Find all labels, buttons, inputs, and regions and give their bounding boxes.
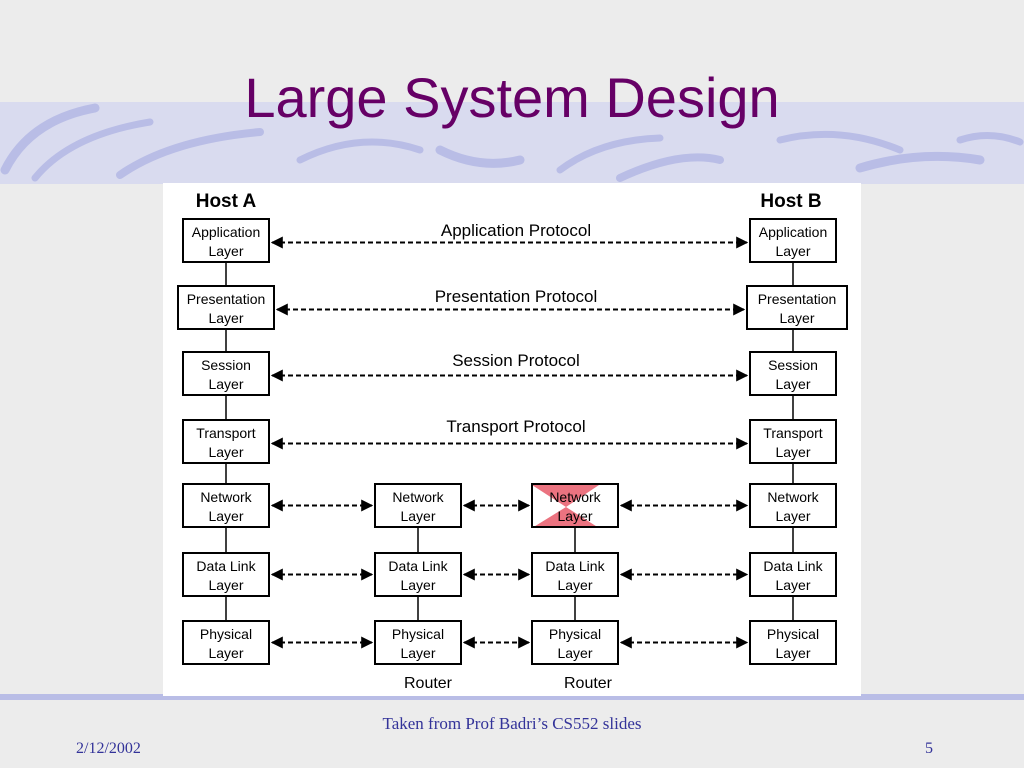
presentation-protocol-label: Presentation Protocol	[435, 287, 598, 306]
session-protocol-label: Session Protocol	[452, 351, 580, 370]
router-2-label: Router	[564, 675, 613, 692]
layer-word-text: Layer	[208, 243, 243, 259]
layer-word-text: Layer	[775, 376, 810, 392]
layer-name-text: Network	[200, 489, 252, 505]
router-1-label: Router	[404, 675, 453, 692]
layer-word-text: Layer	[779, 310, 814, 326]
layer-box-frame	[749, 483, 837, 528]
host-b-label: Host B	[760, 191, 821, 212]
layer-box-frame	[531, 483, 619, 528]
diagram-canvas: ApplicationLayerApplicationLayerPresenta…	[177, 191, 848, 692]
layer-name-text: Presentation	[187, 291, 266, 307]
layer-name-text: Physical	[767, 626, 819, 642]
layer-box-frame	[749, 351, 837, 396]
host-a-label: Host A	[196, 191, 257, 212]
layer-word-text: Layer	[775, 577, 810, 593]
layer-box-frame	[182, 419, 270, 464]
layer-box-frame	[749, 218, 837, 263]
layer-name-text: Session	[201, 357, 251, 373]
layer-word-text: Layer	[557, 645, 592, 661]
layer-name-text: Transport	[196, 425, 256, 441]
layer-name-text: Data Link	[388, 558, 448, 574]
layer-name-text: Physical	[392, 626, 444, 642]
layer-word-text: Layer	[557, 508, 592, 524]
layer-box-frame	[749, 620, 837, 665]
slide-source-note: Taken from Prof Badri’s CS552 slides	[382, 714, 642, 733]
layer-word-text: Layer	[400, 577, 435, 593]
layer-box-frame	[531, 552, 619, 597]
layer-name-text: Network	[767, 489, 819, 505]
layer-box-frame	[374, 483, 462, 528]
slide-page-number: 5	[925, 740, 933, 757]
layer-boxes: ApplicationLayerApplicationLayerPresenta…	[177, 218, 848, 665]
layer-name-text: Application	[759, 224, 828, 240]
layer-word-text: Layer	[400, 508, 435, 524]
layer-word-text: Layer	[208, 310, 243, 326]
connector-lines	[225, 236, 794, 649]
layer-name-text: Session	[768, 357, 818, 373]
slide-date: 2/12/2002	[76, 740, 141, 757]
layer-box-frame	[374, 620, 462, 665]
layer-name-text: Data Link	[545, 558, 605, 574]
layer-word-text: Layer	[557, 577, 592, 593]
layer-name-text: Network	[392, 489, 444, 505]
slide-title: Large System Design	[244, 66, 780, 129]
layer-name-text: Network	[549, 489, 601, 505]
layer-box-frame	[177, 285, 275, 330]
layer-box-frame	[374, 552, 462, 597]
layer-name-text: Physical	[549, 626, 601, 642]
layer-name-text: Transport	[763, 425, 823, 441]
layer-word-text: Layer	[208, 577, 243, 593]
layer-box-frame	[182, 351, 270, 396]
layer-word-text: Layer	[208, 645, 243, 661]
layer-name-text: Application	[192, 224, 261, 240]
layer-box-frame	[531, 620, 619, 665]
layer-word-text: Layer	[400, 645, 435, 661]
layer-name-text: Data Link	[196, 558, 256, 574]
layer-box-frame	[746, 285, 848, 330]
layer-name-text: Physical	[200, 626, 252, 642]
layer-box-frame	[182, 218, 270, 263]
layer-box-frame	[749, 552, 837, 597]
layer-box-frame	[182, 483, 270, 528]
layer-word-text: Layer	[208, 376, 243, 392]
layer-box-frame	[749, 419, 837, 464]
layer-box-frame	[182, 620, 270, 665]
layer-name-text: Data Link	[763, 558, 823, 574]
router-discard-mark	[532, 485, 599, 528]
layer-word-text: Layer	[208, 444, 243, 460]
layer-word-text: Layer	[208, 508, 243, 524]
layer-word-text: Layer	[775, 508, 810, 524]
application-protocol-label: Application Protocol	[441, 221, 591, 240]
layer-word-text: Layer	[775, 645, 810, 661]
layer-word-text: Layer	[775, 243, 810, 259]
layer-word-text: Layer	[775, 444, 810, 460]
layer-box-frame	[182, 552, 270, 597]
transport-protocol-label: Transport Protocol	[446, 417, 585, 436]
layer-name-text: Presentation	[758, 291, 837, 307]
